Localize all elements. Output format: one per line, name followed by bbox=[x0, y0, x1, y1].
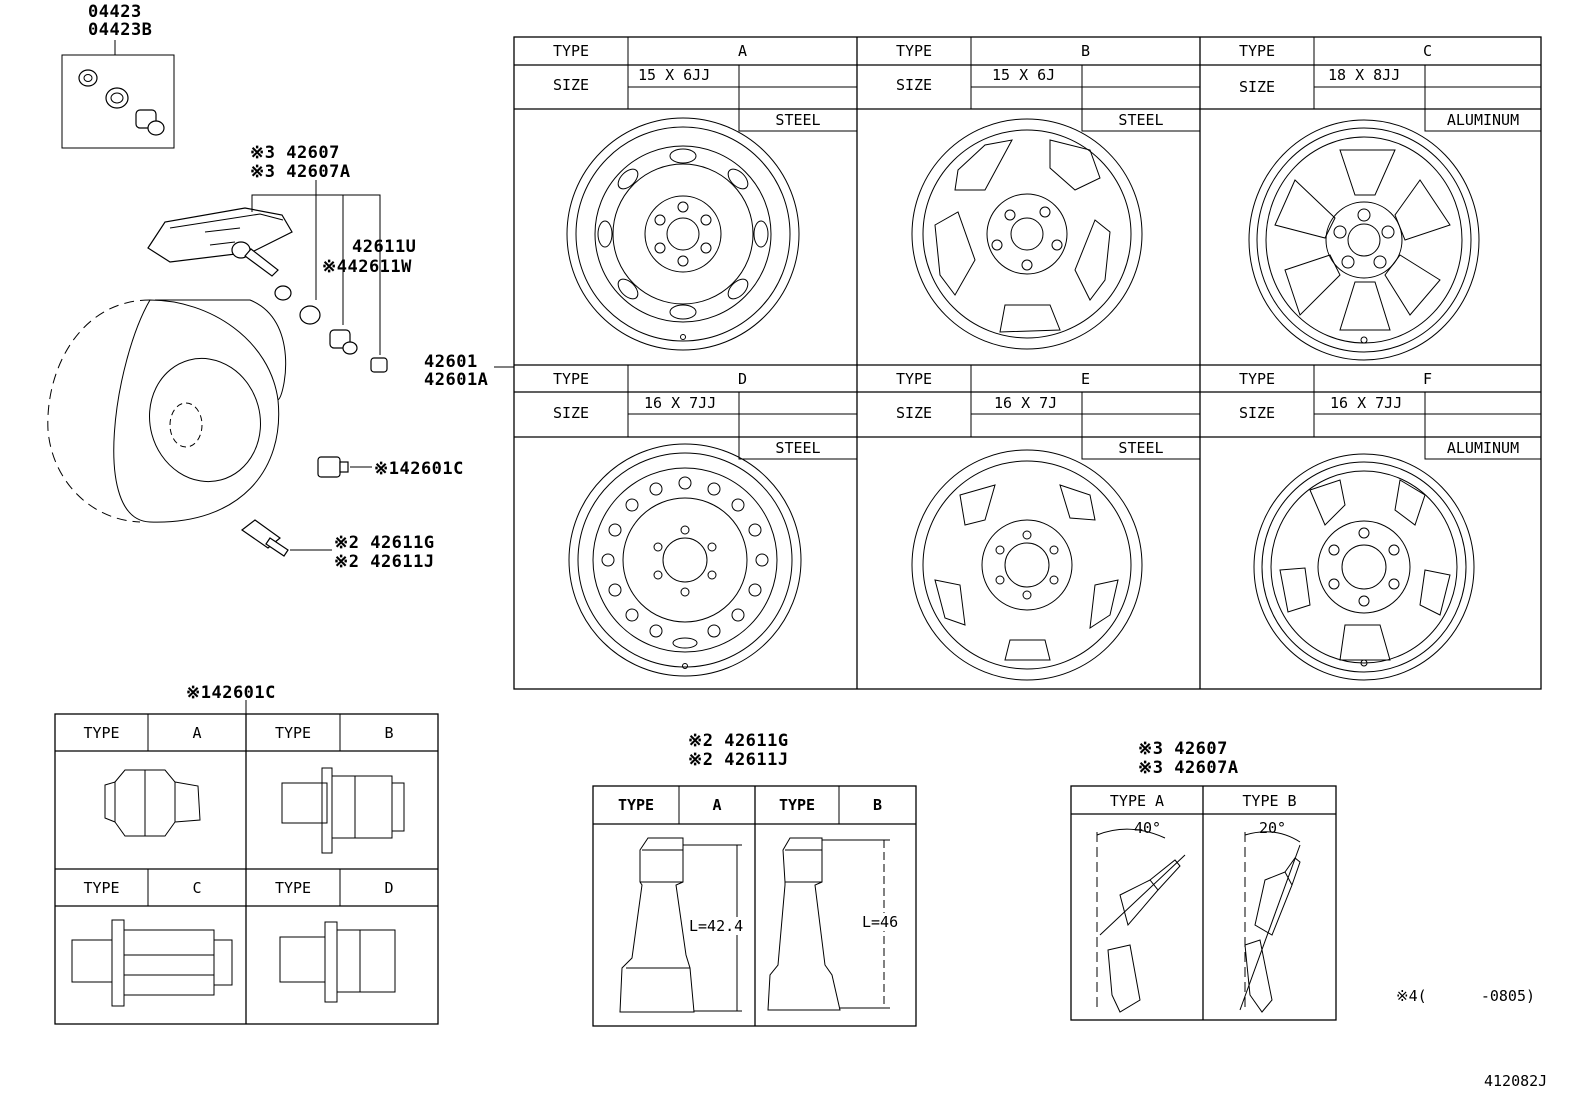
wheel-a-type-label: TYPE bbox=[552, 42, 590, 60]
nut-b-type-label: TYPE bbox=[274, 724, 312, 742]
part-number-04423b: 04423B bbox=[88, 20, 153, 40]
nut-c-drawing bbox=[71, 919, 233, 1007]
wheel-b-size-label: SIZE bbox=[895, 76, 933, 94]
sensor-table-title-a: ※3 42607 bbox=[1138, 739, 1228, 759]
wheel-e-type-value: E bbox=[1080, 370, 1091, 388]
part-number-42601: 42601 bbox=[424, 352, 478, 372]
nut-b-type-value: B bbox=[384, 724, 394, 742]
valve-b-type-label: TYPE bbox=[778, 796, 816, 814]
wheel-c-type-value: C bbox=[1422, 42, 1433, 60]
wheel-f-size-value: 16 X 7JJ bbox=[1330, 394, 1403, 412]
sensor-type-b-angle: 20° bbox=[1259, 819, 1287, 837]
wheel-b-type-label: TYPE bbox=[895, 42, 933, 60]
part-number-04423: 04423 bbox=[88, 2, 142, 22]
wheel-a-type-value: A bbox=[737, 42, 748, 60]
wheel-d-size-value: 16 X 7JJ bbox=[644, 394, 717, 412]
valve-table-title-g: ※2 42611G bbox=[688, 731, 789, 751]
valve-b-type-value: B bbox=[872, 796, 883, 814]
wheel-b-drawing bbox=[911, 118, 1143, 350]
wheel-b-size-value: 15 X 6J bbox=[992, 66, 1056, 84]
wheel-f-type-label: TYPE bbox=[1238, 370, 1276, 388]
wheel-f-material: ALUMINUM bbox=[1446, 439, 1520, 457]
footnote: ※4( -0805) bbox=[1396, 987, 1535, 1005]
sensor-table-grid bbox=[1070, 785, 1337, 1021]
sensor-type-b-drawing bbox=[1239, 831, 1301, 1013]
valve-a-length: L=42.4 bbox=[689, 917, 744, 935]
valve-a-type-value: A bbox=[712, 796, 722, 814]
wheel-c-type-label: TYPE bbox=[1238, 42, 1276, 60]
lug-nut-drawing bbox=[317, 456, 372, 478]
nut-a-type-value: A bbox=[192, 724, 202, 742]
nut-a-drawing bbox=[104, 769, 201, 837]
wheel-d-type-label: TYPE bbox=[552, 370, 590, 388]
wheel-d-type-value: D bbox=[737, 370, 748, 388]
nut-b-drawing bbox=[281, 767, 405, 854]
nut-d-type-value: D bbox=[384, 879, 394, 897]
wheel-a-size-label: SIZE bbox=[552, 76, 590, 94]
part-number-42601c: ※142601C bbox=[374, 459, 464, 479]
wheel-c-material: ALUMINUM bbox=[1446, 111, 1520, 129]
valve-stem-drawing bbox=[240, 519, 332, 557]
sensor-type-a-label: TYPE A bbox=[1109, 792, 1165, 810]
wheel-c-drawing bbox=[1248, 119, 1480, 361]
sensor-type-a-angle: 40° bbox=[1134, 819, 1162, 837]
wheel-c-size-label: SIZE bbox=[1238, 78, 1276, 96]
part-number-42611j: ※2 42611J bbox=[334, 552, 435, 572]
sensor-table-title-b: ※3 42607A bbox=[1138, 758, 1239, 778]
wheel-a-drawing bbox=[566, 117, 800, 351]
valve-table-title-j: ※2 42611J bbox=[688, 750, 789, 770]
nut-d-drawing bbox=[279, 921, 396, 1003]
nut-c-type-label: TYPE bbox=[83, 879, 120, 897]
nut-table-grid bbox=[54, 700, 439, 1025]
wheel-table-grid bbox=[513, 36, 1542, 690]
part-number-42611w: ※442611W bbox=[322, 257, 412, 277]
tire-drawing bbox=[47, 299, 287, 523]
nut-c-type-value: C bbox=[192, 879, 202, 897]
wheel-b-material: STEEL bbox=[1118, 111, 1164, 129]
wheel-e-size-label: SIZE bbox=[895, 404, 933, 422]
wheel-f-size-label: SIZE bbox=[1238, 404, 1276, 422]
valve-b-length: L=46 bbox=[862, 913, 899, 931]
nut-a-type-label: TYPE bbox=[83, 724, 120, 742]
wheel-c-size-value: 18 X 8JJ bbox=[1328, 66, 1401, 84]
wheel-e-type-label: TYPE bbox=[895, 370, 933, 388]
part-number-42607: ※3 42607 bbox=[250, 143, 340, 163]
part-number-42607a: ※3 42607A bbox=[250, 162, 351, 182]
part-number-42611g: ※2 42611G bbox=[334, 533, 435, 553]
part-number-42611u: 42611U bbox=[352, 237, 417, 257]
sensor-type-a-drawing bbox=[1096, 828, 1186, 1013]
wheel-d-drawing bbox=[568, 443, 802, 677]
figure-id: 412082J bbox=[1484, 1072, 1548, 1090]
wheel-e-size-value: 16 X 7J bbox=[994, 394, 1058, 412]
wheel-f-drawing bbox=[1253, 453, 1475, 681]
wheel-f-type-value: F bbox=[1422, 370, 1433, 388]
valve-table-grid bbox=[592, 785, 917, 1027]
tpms-sensor-drawing bbox=[147, 207, 388, 373]
wheel-a-material: STEEL bbox=[775, 111, 821, 129]
nut-table-title: ※142601C bbox=[186, 683, 276, 703]
wheel-d-size-label: SIZE bbox=[552, 404, 590, 422]
nut-d-type-label: TYPE bbox=[274, 879, 312, 897]
wheel-d-material: STEEL bbox=[775, 439, 821, 457]
valve-cap-kit-drawing bbox=[61, 40, 175, 149]
wheel-e-drawing bbox=[911, 449, 1143, 681]
wheel-e-material: STEEL bbox=[1118, 439, 1164, 457]
sensor-type-b-label: TYPE B bbox=[1242, 792, 1297, 810]
wheel-a-size-value: 15 X 6JJ bbox=[638, 66, 711, 84]
valve-a-type-label: TYPE bbox=[617, 796, 655, 814]
wheel-b-type-value: B bbox=[1080, 42, 1091, 60]
part-number-42601a: 42601A bbox=[424, 370, 489, 390]
